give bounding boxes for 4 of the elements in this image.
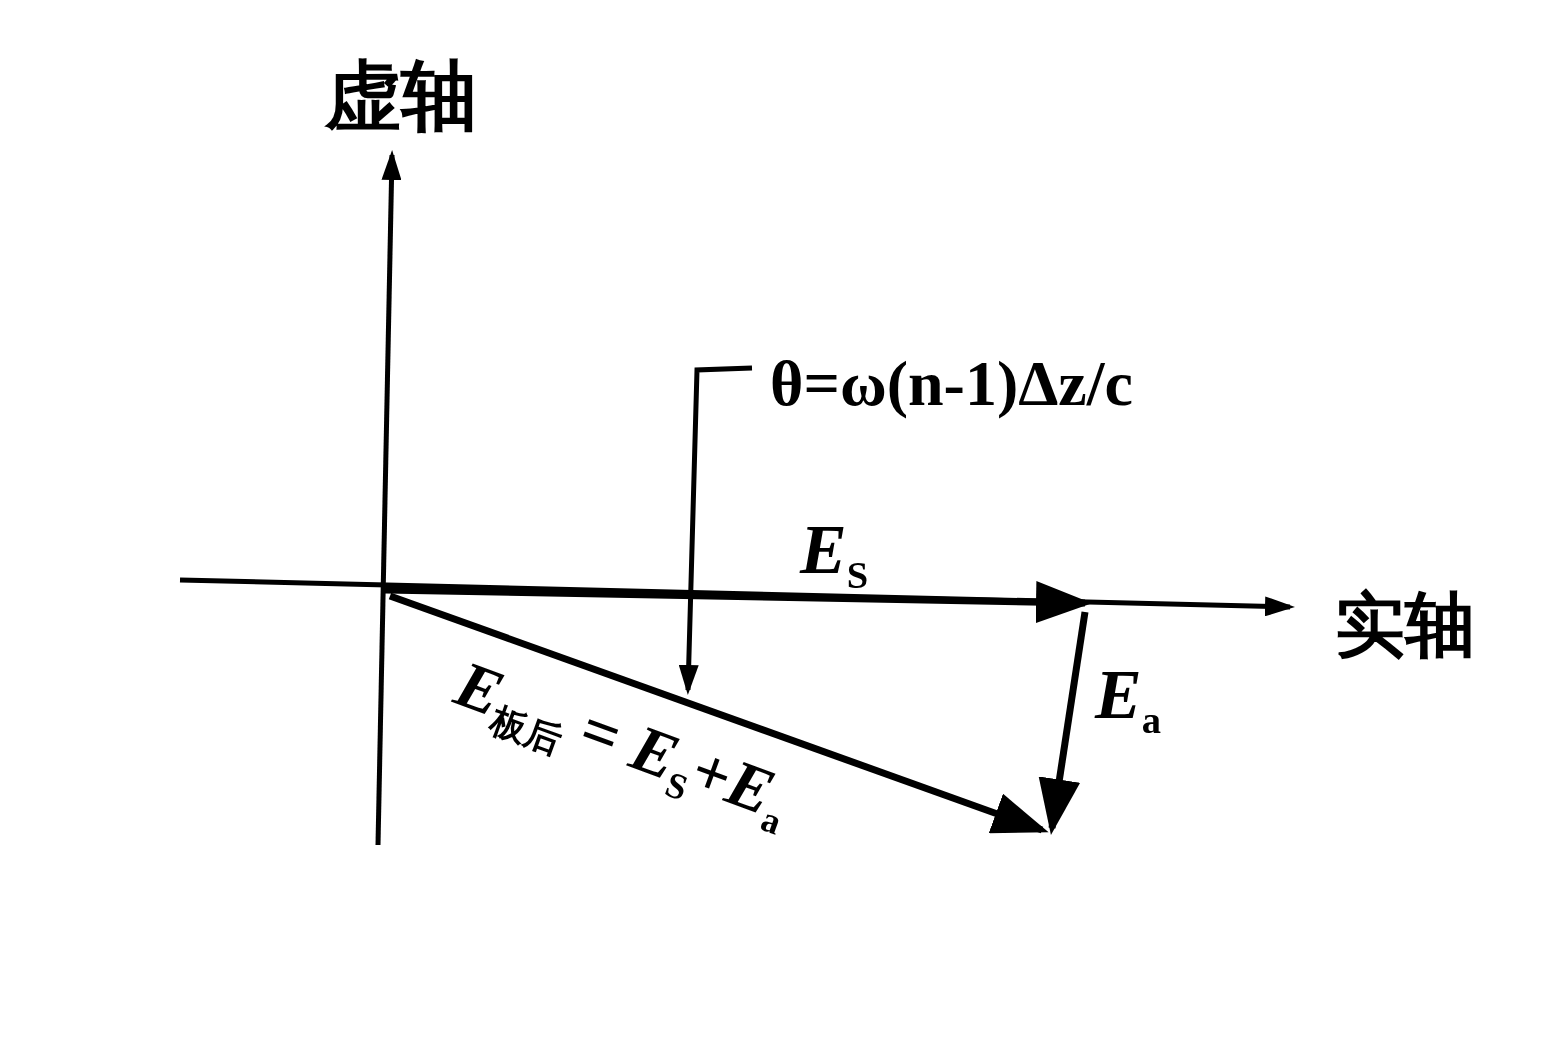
axis-label: 虚轴 (325, 58, 477, 134)
vector-label: E$_{a}$ (1095, 660, 1161, 740)
axis-label: 实轴 (1335, 590, 1475, 660)
vector-label: E$_{S}$ (800, 515, 869, 595)
